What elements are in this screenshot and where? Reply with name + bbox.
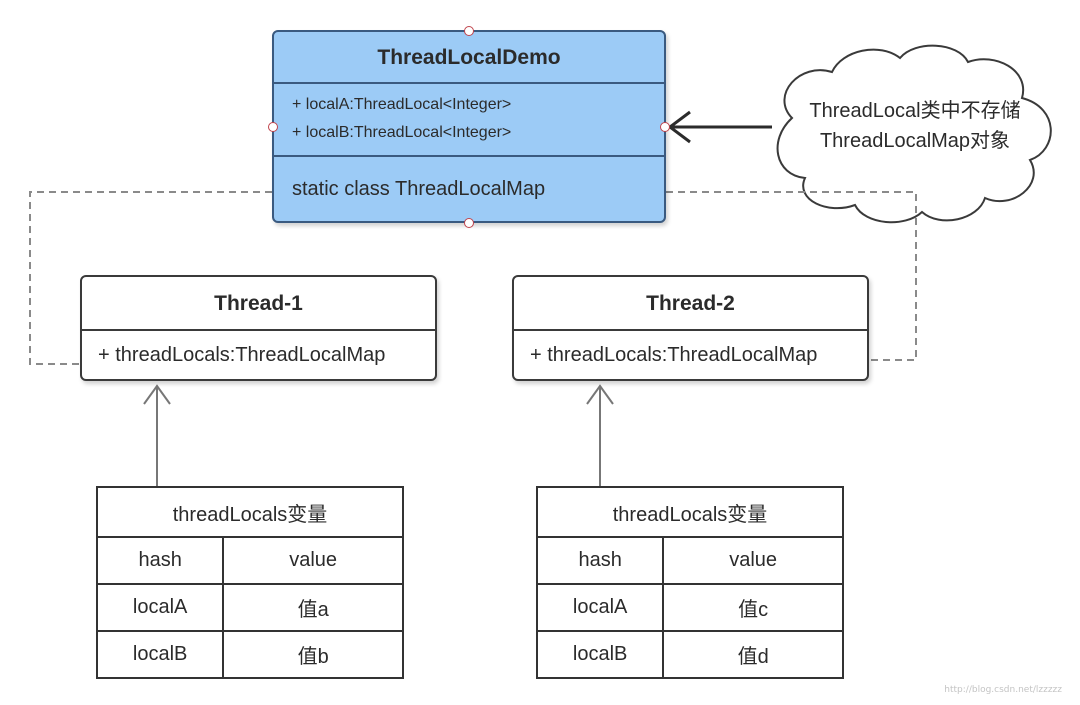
table-cell-key: localB xyxy=(535,630,665,679)
table-caption: threadLocals变量 xyxy=(536,486,844,538)
table-row: localB 值b xyxy=(95,630,404,679)
table-cell-key: localA xyxy=(95,583,225,632)
watermark-text: http://blog.csdn.net/lzzzzz xyxy=(944,685,1062,695)
threadlocaldemo-class[interactable]: ThreadLocalDemo + localA:ThreadLocal<Int… xyxy=(272,30,666,223)
table-header-hash: hash xyxy=(95,536,225,585)
table-row: localA 值a xyxy=(95,583,404,632)
threadlocals-table-1[interactable]: threadLocals变量 hash value localA 值a loca… xyxy=(95,486,404,679)
thread-2-class[interactable]: Thread-2 + threadLocals:ThreadLocalMap xyxy=(512,275,869,381)
threadlocals-table-2[interactable]: threadLocals变量 hash value localA 值c loca… xyxy=(535,486,844,679)
member-localA: + localA:ThreadLocal<Integer> xyxy=(292,96,512,113)
table-cell-value: 值b xyxy=(222,630,404,679)
cloud-note: ThreadLocal类中不存储 ThreadLocalMap对象 xyxy=(790,96,1040,156)
table-caption: threadLocals变量 xyxy=(96,486,404,538)
selection-handle-left[interactable] xyxy=(268,122,278,132)
cloud-arrow-head xyxy=(667,110,691,144)
threadlocaldemo-static-member: static class ThreadLocalMap xyxy=(292,178,546,200)
selection-handle-right[interactable] xyxy=(660,122,670,132)
table1-arrow-head xyxy=(143,384,171,405)
table-cell-value: 值c xyxy=(662,583,844,632)
table-cell-value: 值a xyxy=(222,583,404,632)
table-cell-key: localB xyxy=(95,630,225,679)
thread-2-title: Thread-2 xyxy=(514,277,867,331)
table2-arrow-head xyxy=(586,384,614,405)
cloud-note-line: ThreadLocal类中不存储 xyxy=(809,100,1021,122)
selection-handle-top[interactable] xyxy=(464,26,474,36)
table-header-value: value xyxy=(662,536,844,585)
table-cell-key: localA xyxy=(535,583,665,632)
thread-1-title: Thread-1 xyxy=(82,277,435,331)
thread-1-class[interactable]: Thread-1 + threadLocals:ThreadLocalMap xyxy=(80,275,437,381)
selection-handle-bottom[interactable] xyxy=(464,218,474,228)
table-header-value: value xyxy=(222,536,404,585)
thread-2-attribute: + threadLocals:ThreadLocalMap xyxy=(530,344,818,366)
cloud-shape xyxy=(776,44,1052,224)
table-cell-value: 值d xyxy=(662,630,844,679)
table-row: localA 值c xyxy=(535,583,844,632)
member-localB: + localB:ThreadLocal<Integer> xyxy=(292,124,512,141)
cloud-note-line: ThreadLocalMap对象 xyxy=(819,130,1011,152)
table-row: localB 值d xyxy=(535,630,844,679)
table-header-hash: hash xyxy=(535,536,665,585)
dashed-connector-thread2 xyxy=(666,191,917,361)
thread-1-attribute: + threadLocals:ThreadLocalMap xyxy=(98,344,386,366)
threadlocaldemo-members: + localA:ThreadLocal<Integer> + localB:T… xyxy=(274,84,664,157)
dashed-connector-thread1 xyxy=(29,191,272,365)
threadlocaldemo-title: ThreadLocalDemo xyxy=(274,32,664,84)
